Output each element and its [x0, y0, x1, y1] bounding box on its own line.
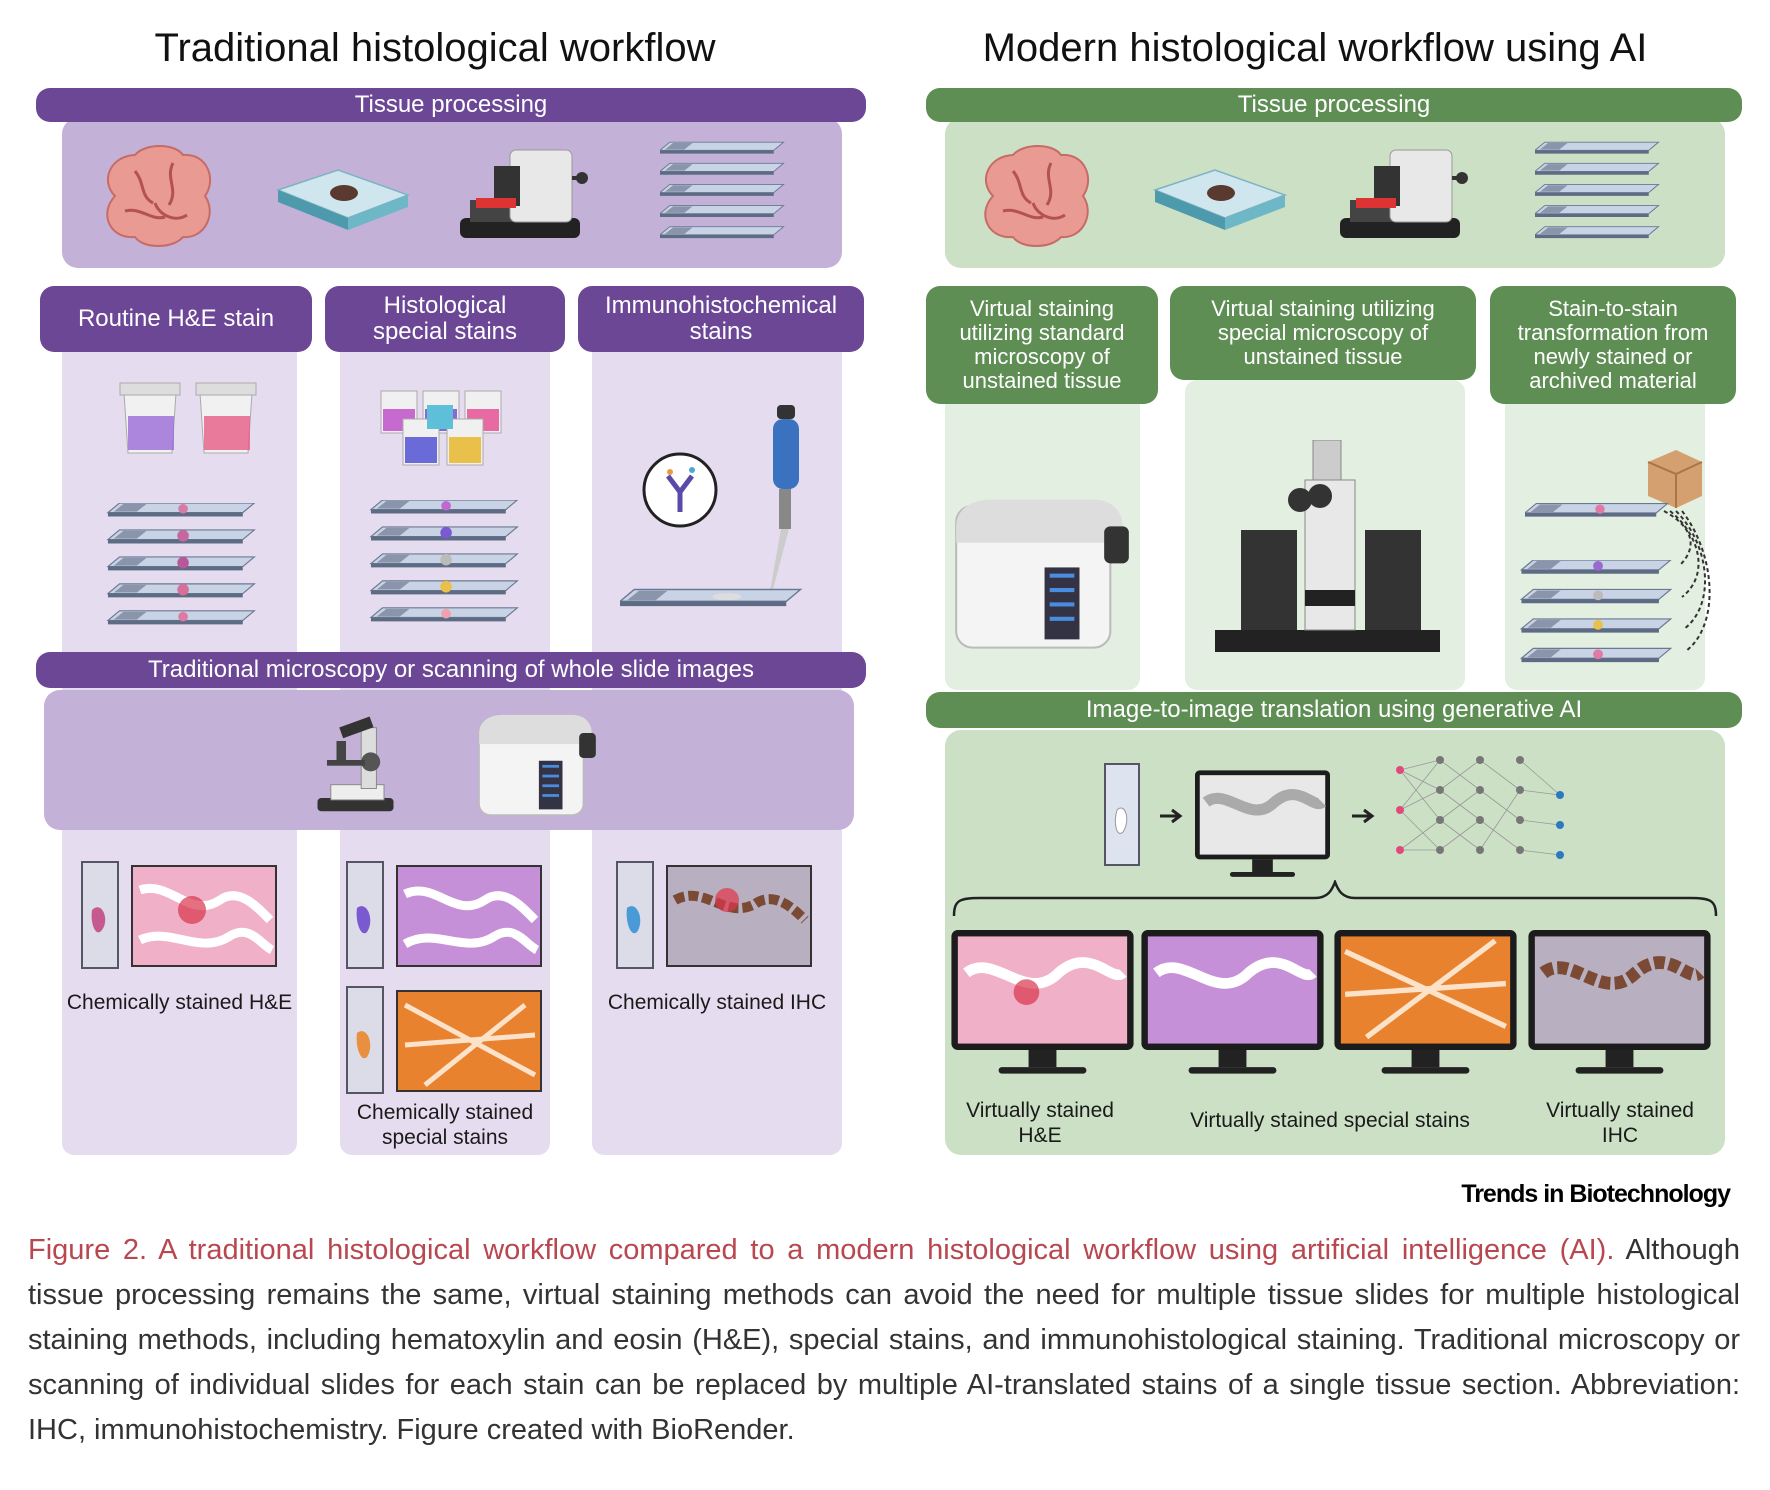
- dotted-arrows-icon: [1660, 505, 1720, 655]
- special-output-label: Chemically stained special stains: [356, 1101, 534, 1150]
- he-stain-bar: Routine H&E stain: [40, 286, 312, 352]
- standard-microscopy-bar: Virtual staining utilizing standard micr…: [926, 286, 1158, 404]
- virtual-he-label: Virtually stained H&E: [960, 1098, 1120, 1148]
- journal-name: Trends in Biotechnology: [1461, 1180, 1731, 1208]
- figure-caption: Figure 2. A traditional histological wor…: [28, 1228, 1740, 1453]
- brain-tissue-icon: [973, 140, 1098, 252]
- microscope-icon: [1205, 440, 1450, 660]
- paraffin-block-icon: [1145, 150, 1295, 240]
- stain-jars-icon: [118, 378, 268, 473]
- ihc-stain-bar: Immunohistochemical stains: [578, 286, 864, 352]
- slide-stack-icon: [660, 140, 790, 250]
- slide-stack-icon: [105, 503, 265, 633]
- caption-heading: Figure 2. A traditional histological wor…: [28, 1234, 1615, 1266]
- microscopy-bar-left: Traditional microscopy or scanning of wh…: [36, 652, 866, 688]
- paraffin-block-icon: [268, 150, 418, 240]
- antibody-icon: [640, 450, 720, 530]
- microtome-icon: [450, 135, 600, 255]
- virtual-special-label: Virtually stained special stains: [1190, 1109, 1470, 1132]
- stain-jars-icon: [375, 385, 525, 480]
- right-title: Modern histological workflow using AI: [982, 26, 1648, 70]
- monitor-icon: [1527, 930, 1712, 1080]
- monitor-icon: [1195, 770, 1330, 882]
- slide-scanner-icon: [950, 480, 1135, 660]
- special-output-image: [345, 860, 545, 970]
- special-microscopy-bar: Virtual staining utilizing special micro…: [1170, 286, 1476, 380]
- slide-stack-icon: [368, 500, 528, 630]
- slide-stack-icon: [1535, 140, 1665, 250]
- virtual-ihc-text: Virtually stained IHC: [1546, 1099, 1694, 1148]
- left-title: Traditional histological workflow: [154, 26, 716, 70]
- slide-icon: [620, 585, 810, 613]
- slide-scanner-icon: [475, 700, 600, 825]
- slide-icon: [1525, 500, 1675, 522]
- tissue-processing-bar-right: Tissue processing: [926, 88, 1742, 122]
- special-output-image-2: [345, 985, 545, 1095]
- microscopy-panel-left: [44, 690, 854, 830]
- monitor-icon: [950, 930, 1135, 1080]
- virtual-ihc-label: Virtually stained IHC: [1540, 1098, 1700, 1148]
- ihc-output-image: [615, 860, 815, 970]
- slide-icon: [1103, 762, 1141, 867]
- translation-bar: Image-to-image translation using generat…: [926, 692, 1742, 728]
- monitor-icon: [1140, 930, 1325, 1080]
- brace-icon: [950, 880, 1720, 920]
- ihc-output-label: Chemically stained IHC: [607, 991, 827, 1014]
- slide-stack-icon: [1520, 560, 1680, 670]
- neural-network-icon: [1392, 750, 1567, 875]
- virtual-he-text: Virtually stained H&E: [966, 1099, 1114, 1148]
- caption-body: Although tissue processing remains the s…: [28, 1234, 1740, 1446]
- microscope-icon: [308, 700, 403, 820]
- brain-tissue-icon: [95, 140, 220, 252]
- he-output-image: [80, 860, 280, 970]
- monitor-icon: [1333, 930, 1518, 1080]
- special-stain-bar: Histological special stains: [325, 286, 565, 352]
- arrow-icon: [1352, 808, 1378, 824]
- stain-to-stain-bar: Stain-to-stain transformation from newly…: [1490, 286, 1736, 404]
- tissue-processing-bar-left: Tissue processing: [36, 88, 866, 122]
- pipette-icon: [735, 405, 815, 605]
- he-output-label: Chemically stained H&E: [66, 991, 293, 1014]
- microtome-icon: [1330, 135, 1480, 255]
- stain-to-stain-panel: [1505, 390, 1705, 690]
- arrow-icon: [1160, 808, 1186, 824]
- archive-box-icon: [1640, 440, 1710, 510]
